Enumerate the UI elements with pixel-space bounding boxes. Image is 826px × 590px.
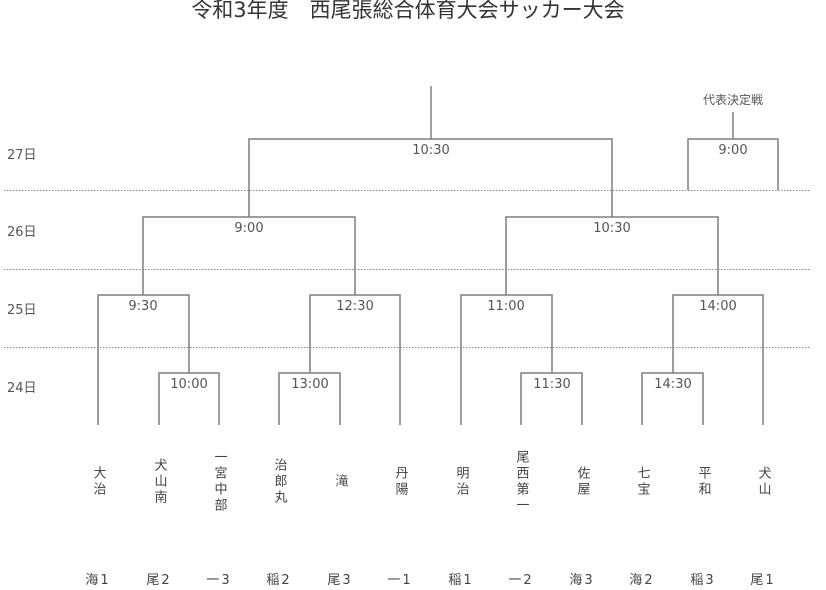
team-seed: 海2 bbox=[629, 573, 655, 588]
team-seed: 海3 bbox=[569, 573, 595, 588]
title-text: 令和3年度 西尾張総合体育大会サッカー大会 bbox=[191, 0, 625, 22]
team-name: 平和 bbox=[695, 466, 711, 498]
team-name: 一宮中部 bbox=[211, 450, 227, 514]
bracket bbox=[97, 86, 779, 425]
r1-3-time: 11:30 bbox=[533, 377, 571, 392]
team-9: 佐屋 bbox=[571, 434, 593, 530]
team-name: 明治 bbox=[453, 466, 469, 498]
team-name: 尾西第一 bbox=[513, 450, 529, 514]
final-time: 10:30 bbox=[412, 143, 450, 158]
team-2: 犬山南 bbox=[148, 434, 170, 530]
qf1-time: 9:30 bbox=[128, 299, 158, 314]
team-name: 大治 bbox=[90, 466, 106, 498]
team-name: 佐屋 bbox=[574, 466, 590, 498]
day-label-27: 27日 bbox=[7, 148, 37, 163]
team-12: 犬山 bbox=[752, 434, 774, 530]
team-11: 平和 bbox=[692, 434, 714, 530]
team-name: 犬山 bbox=[755, 466, 771, 498]
team-seed: 一3 bbox=[206, 573, 232, 588]
team-6: 丹陽 bbox=[389, 434, 411, 530]
day-label-25: 25日 bbox=[7, 303, 37, 318]
team-7: 明治 bbox=[450, 434, 472, 530]
semi-left-time: 9:00 bbox=[234, 221, 264, 236]
team-seed: 一1 bbox=[387, 573, 413, 588]
team-seed: 稲2 bbox=[266, 573, 292, 588]
page-title: 令和3年度 西尾張総合体育大会サッカー大会 bbox=[0, 0, 826, 24]
qf3-time: 11:00 bbox=[487, 299, 525, 314]
team-10: 七宝 bbox=[631, 434, 653, 530]
team-name: 犬山南 bbox=[151, 458, 167, 506]
r1-2-time: 13:00 bbox=[291, 377, 329, 392]
r1-1-time: 10:00 bbox=[170, 377, 208, 392]
team-5: 滝 bbox=[329, 434, 351, 530]
team-8: 尾西第一 bbox=[510, 434, 532, 530]
team-name: 丹陽 bbox=[392, 466, 408, 498]
representative-match-time: 9:00 bbox=[718, 143, 748, 158]
team-seed: 尾2 bbox=[146, 573, 172, 588]
team-seed: 稲1 bbox=[448, 573, 474, 588]
qf2-time: 12:30 bbox=[336, 299, 374, 314]
qf4-time: 14:00 bbox=[699, 299, 737, 314]
day-dividers bbox=[4, 190, 810, 348]
team-3: 一宮中部 bbox=[208, 434, 230, 530]
semi-right-time: 10:30 bbox=[593, 221, 631, 236]
team-1: 大治 bbox=[87, 434, 109, 530]
representative-match-label: 代表決定戦 bbox=[702, 93, 764, 107]
team-name: 滝 bbox=[332, 474, 348, 490]
team-seed: 尾3 bbox=[327, 573, 353, 588]
day-label-26: 26日 bbox=[7, 225, 37, 240]
team-seed: 稲3 bbox=[690, 573, 716, 588]
day-label-24: 24日 bbox=[7, 381, 37, 396]
r1-4-time: 14:30 bbox=[654, 377, 692, 392]
team-4: 治郎丸 bbox=[268, 434, 290, 530]
team-seed: 一2 bbox=[508, 573, 534, 588]
team-seed: 海1 bbox=[85, 573, 111, 588]
team-name: 治郎丸 bbox=[271, 458, 287, 506]
team-name: 七宝 bbox=[634, 466, 650, 498]
team-seed: 尾1 bbox=[750, 573, 776, 588]
